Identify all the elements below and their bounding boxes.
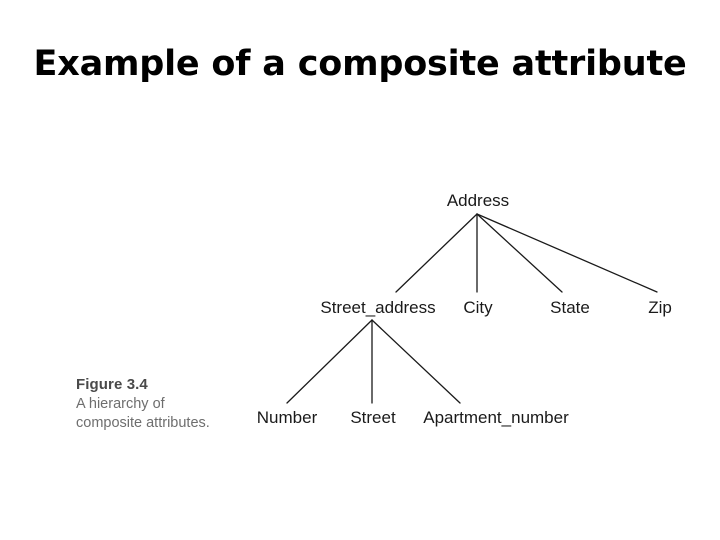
tree-node-address: Address: [446, 191, 510, 210]
tree-node-state: State: [550, 298, 590, 317]
tree-connector-lines: [286, 213, 658, 404]
tree-node-number: Number: [256, 408, 318, 427]
figure-caption-line-1: A hierarchy of: [76, 396, 165, 412]
edge-street-address-apartment-number: [371, 319, 461, 404]
page-title: Example of a composite attribute: [33, 44, 687, 84]
edge-address-state: [476, 213, 563, 293]
tree-node-apartment-number: Apartment_number: [423, 408, 569, 427]
figure-caption: Figure 3.4 A hierarchy of composite attr…: [76, 375, 256, 433]
tree-node-city: City: [463, 298, 493, 317]
edge-address-zip: [476, 213, 658, 293]
tree-node-street-address: Street_address: [320, 298, 436, 317]
edge-street-address-number: [286, 319, 373, 404]
figure-caption-line-2: composite attributes.: [76, 415, 210, 431]
figure-caption-title: Figure 3.4: [76, 376, 148, 393]
edge-address-street-address: [395, 213, 478, 293]
composite-attribute-figure: Address Street_address City State Zip Nu…: [0, 150, 720, 470]
tree-node-street: Street: [350, 408, 396, 427]
tree-node-zip: Zip: [648, 298, 672, 317]
